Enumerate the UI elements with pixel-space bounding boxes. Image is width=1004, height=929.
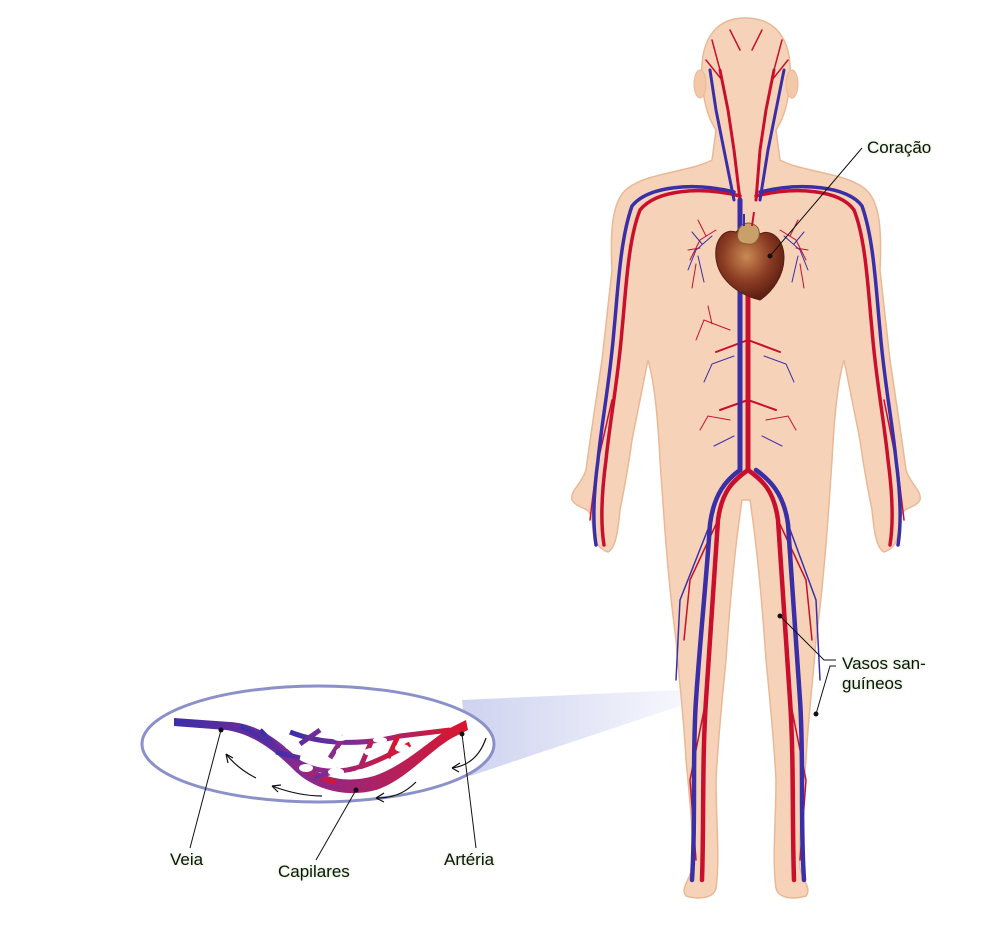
label-heart: Coração (867, 138, 932, 157)
capillary-inset (140, 684, 496, 804)
label-blood-vessels-text: Vasos san- guíneos (842, 654, 926, 693)
zoom-beam (462, 690, 686, 776)
organ-vessel-trees (687, 219, 809, 447)
leader-lines (189, 147, 863, 861)
label-artery: Artéria (444, 850, 495, 869)
heart-illustration (715, 211, 785, 301)
label-vein: Veia (170, 850, 204, 869)
label-blood-vessels: Vasos san- guíneos (842, 654, 962, 694)
flow-arrows (225, 737, 487, 803)
arteries (589, 29, 905, 883)
label-capillaries: Capilares (278, 862, 350, 881)
